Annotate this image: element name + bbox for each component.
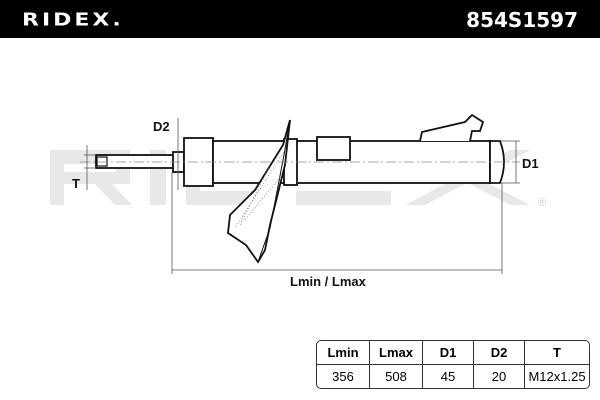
bracket-hook [419, 113, 485, 142]
length-label: Lmin / Lmax [290, 274, 367, 289]
table-row: 356 508 45 20 M12x1.25 [317, 365, 589, 388]
value-lmin: 356 [317, 365, 370, 388]
header-d1: D1 [423, 341, 474, 365]
table-header-row: Lmin Lmax D1 D2 T [317, 341, 589, 365]
bracket [316, 136, 351, 161]
part-number: 854S1597 [466, 8, 578, 32]
t-label: T [72, 176, 80, 191]
piston-rod [95, 154, 175, 169]
value-t: M12x1.25 [528, 369, 586, 384]
registered-mark: ® [538, 197, 546, 209]
value-d2: 20 [474, 365, 525, 388]
spec-table: Lmin Lmax D1 D2 T 356 508 45 20 M12x1.25 [316, 340, 590, 389]
value-d1: 45 [423, 365, 474, 388]
header-bar: RIDEX. 854S1597 [0, 0, 600, 38]
header-d2: D2 [474, 341, 525, 365]
d1-label: D1 [522, 156, 539, 171]
brand-logo: RIDEX. [22, 10, 124, 31]
rod-end [96, 156, 108, 167]
dimension-lines [84, 118, 520, 274]
header-t: T [525, 341, 589, 365]
value-lmax: 508 [370, 365, 423, 388]
d2-label: D2 [153, 119, 170, 134]
header-lmax: Lmax [370, 341, 423, 365]
header-lmin: Lmin [317, 341, 370, 365]
